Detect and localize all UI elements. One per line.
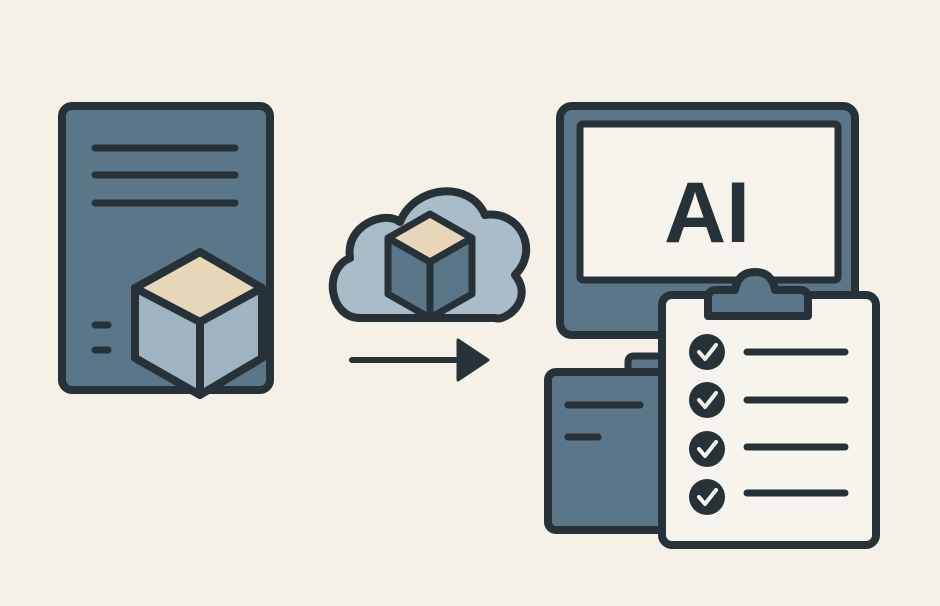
checklist-item-1 — [689, 334, 849, 370]
checklist-item-3 — [689, 431, 849, 467]
check-circle-icon — [689, 334, 725, 370]
check-circle-icon — [689, 479, 725, 515]
checklist-item-4 — [689, 479, 849, 515]
monitor-icon — [556, 102, 859, 339]
cloud-cube-icon — [384, 210, 476, 322]
check-circle-icon — [689, 431, 725, 467]
checklist-item-2 — [689, 382, 849, 418]
check-circle-icon — [689, 382, 725, 418]
package-cube-icon — [131, 248, 266, 399]
arrow-right-icon — [349, 338, 490, 382]
monitor-ai-label: AI — [664, 165, 750, 261]
